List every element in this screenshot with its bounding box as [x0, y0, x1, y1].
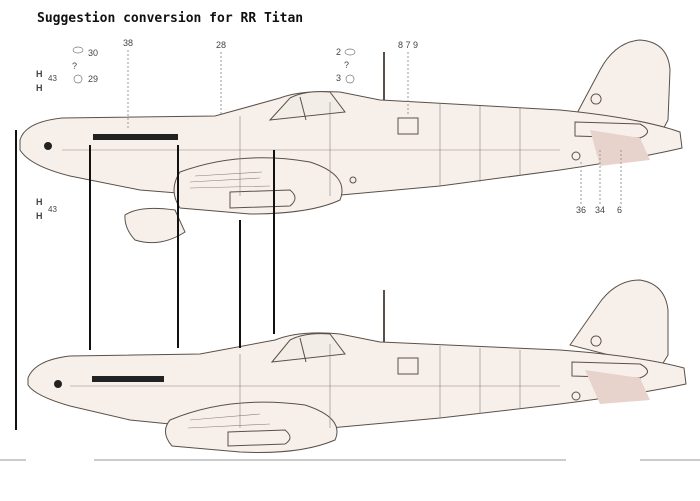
callout-29: 29: [88, 74, 98, 84]
lower-radiator: [227, 429, 291, 447]
upper-details: [44, 93, 650, 196]
callout-43-a: 43: [48, 74, 57, 83]
upper-intake: [124, 207, 186, 244]
callout-3: 3: [336, 73, 341, 83]
callout-2: 2: [336, 47, 341, 57]
callout-question-2: ?: [344, 60, 349, 70]
callout-question-1: ?: [72, 61, 77, 71]
upper-exhaust-stacks: [93, 134, 178, 140]
callout-6: 6: [617, 205, 622, 215]
callout-h-a: H: [36, 69, 43, 79]
callout-h-d: H: [36, 211, 43, 221]
callout-34: 34: [595, 205, 605, 215]
callout-43-b: 43: [48, 205, 57, 214]
callout-8-7-9: 8 7 9: [398, 40, 418, 50]
callout-h-b: H: [36, 83, 43, 93]
lower-fuselage: [27, 332, 687, 429]
callout-h-c: H: [36, 197, 43, 207]
upper-access-panel: [397, 117, 419, 135]
upper-spinner-hub: [44, 142, 52, 150]
upper-radiator: [229, 189, 296, 209]
upper-tail-fin: [574, 39, 671, 136]
upper-aircraft-side-view: [19, 39, 683, 244]
lower-spinner-hub: [54, 380, 62, 388]
lower-wing: [165, 401, 338, 453]
lower-exhaust-stacks: [92, 376, 164, 382]
callout-28: 28: [216, 40, 226, 50]
lower-aircraft-side-view: [27, 279, 687, 453]
diagram-title: Suggestion conversion for RR Titan: [37, 11, 303, 26]
upper-callouts: 38 28 30 ? 29 2 ? 3 8 7 9 36 34 6 H 43 H…: [36, 38, 622, 221]
callout-36: 36: [576, 205, 586, 215]
lower-canopy: [270, 333, 346, 363]
callout-30: 30: [88, 48, 98, 58]
lower-access-panel: [397, 357, 419, 375]
conversion-leader-lines: [15, 130, 275, 430]
lower-details: [54, 335, 650, 429]
callout-38: 38: [123, 38, 133, 48]
decal-symbols: [72, 46, 356, 84]
upper-canopy: [268, 91, 346, 121]
